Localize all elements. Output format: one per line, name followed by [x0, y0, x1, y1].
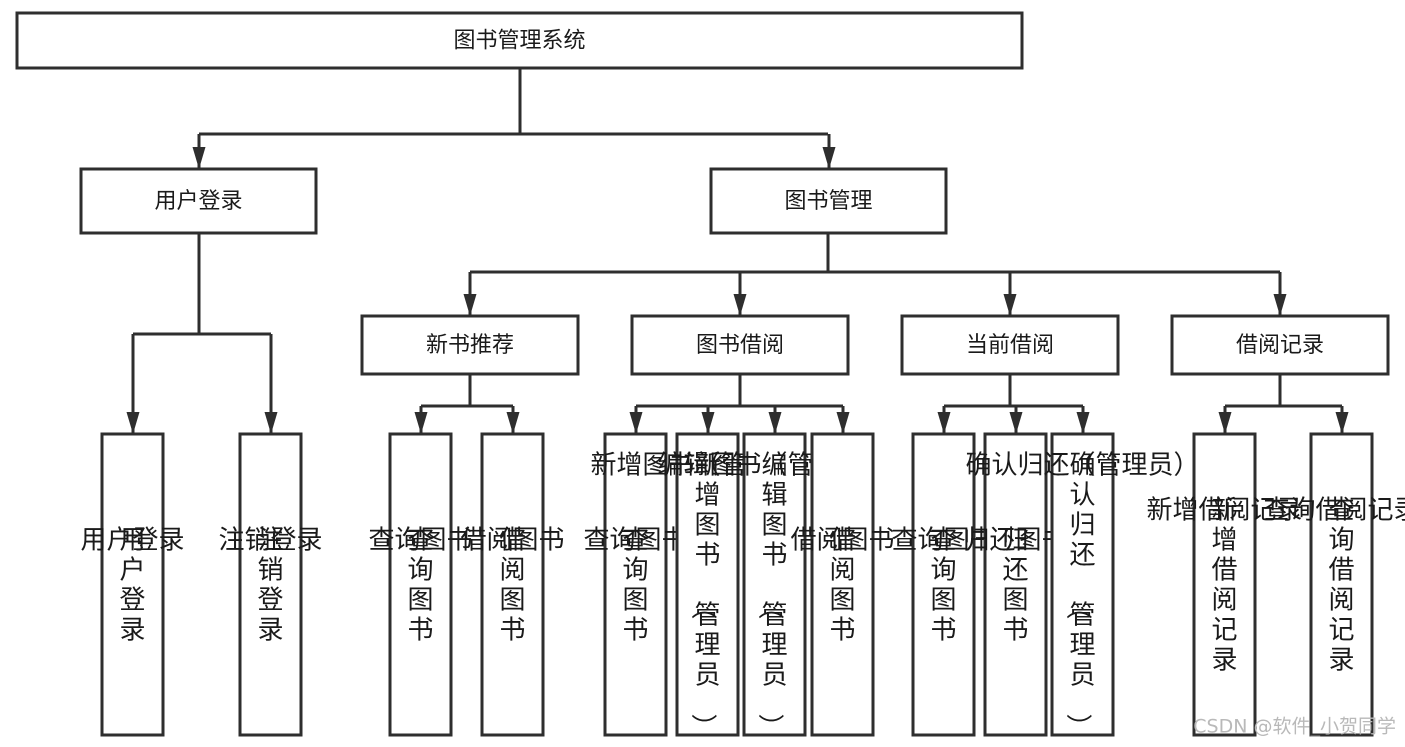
node-borrow-record-rect[interactable]: [1170, 314, 1390, 376]
node-root-图书管理系统-label: 图书管理系统: [453, 29, 585, 54]
node-current-borrow[interactable]: 当前借阅: [900, 314, 1120, 376]
leaf-leaf-return-book-rect[interactable]: [983, 432, 1048, 737]
node-book-management-label: 图书管理: [784, 189, 872, 214]
node-new-book-recommend[interactable]: 新书推荐: [360, 314, 580, 376]
leaf-leaf-add-borrow-record-rect[interactable]: [1192, 432, 1257, 737]
node-book-management[interactable]: 图书管理: [709, 167, 948, 235]
bus-user-login-arrow-leaf-user-login: [126, 412, 140, 434]
leaf-leaf-query-borrow-record-rect[interactable]: [1309, 432, 1374, 737]
bus-book-management-arrow-book-borrow: [733, 294, 747, 316]
node-book-borrow-label: 图书借阅: [696, 333, 784, 358]
node-root-图书管理系统[interactable]: 图书管理系统: [15, 11, 1024, 70]
leaf-leaf-query-book-2-rect[interactable]: [603, 432, 668, 737]
leaf-leaf-borrow-book-1[interactable]: 借阅图书借阅图书: [460, 432, 565, 737]
leaf-leaf-query-book-3-rect[interactable]: [911, 432, 976, 737]
leaf-leaf-add-book-admin-rect[interactable]: [675, 432, 740, 737]
leaf-leaf-borrow-book-1-rect[interactable]: [480, 432, 545, 737]
leaf-leaf-user-logout-label: 注销登录注销登录: [218, 526, 322, 646]
bus-borrow-record-arrow-leaf-query-borrow-record: [1335, 412, 1349, 434]
node-book-management-rect[interactable]: [709, 167, 948, 235]
bus-new-book-recommend-arrow-leaf-borrow-book-1: [506, 412, 520, 434]
node-user-login-label: 用户登录: [154, 189, 242, 214]
bus-current-borrow-arrow-leaf-query-book-3: [937, 412, 951, 434]
leaf-leaf-query-borrow-record[interactable]: 查询借阅记录查询借阅记录: [1263, 432, 1405, 737]
leaf-leaf-query-book-2-label: 查询图书查询图书: [583, 526, 687, 646]
bus-current-borrow-arrow-leaf-return-book: [1009, 412, 1023, 434]
csdn-watermark: CSDN @软件_小贺同学: [1193, 716, 1396, 738]
leaf-leaf-query-book-1-rect[interactable]: [388, 432, 453, 737]
bus-borrow-record-arrow-leaf-add-borrow-record: [1218, 412, 1232, 434]
leaf-leaf-user-logout-rect[interactable]: [238, 432, 303, 737]
leaf-leaf-user-login[interactable]: 用户登录用户登录: [80, 432, 185, 737]
leaf-leaf-user-login-rect[interactable]: [100, 432, 165, 737]
leaf-leaf-edit-book-admin-rect[interactable]: [742, 432, 807, 737]
leaf-leaf-borrow-book-2-rect[interactable]: [810, 432, 875, 737]
leaf-leaf-query-book-1[interactable]: 查询图书查询图书: [368, 432, 473, 737]
node-borrow-record-label: 借阅记录: [1236, 333, 1324, 358]
node-user-login[interactable]: 用户登录: [79, 167, 318, 235]
node-user-login-rect[interactable]: [79, 167, 318, 235]
node-book-borrow[interactable]: 图书借阅: [630, 314, 850, 376]
bus-root-arrow-book-management: [822, 147, 836, 169]
leaf-leaf-user-logout[interactable]: 注销登录注销登录: [218, 432, 323, 737]
connectors-layer: [126, 68, 1349, 434]
node-new-book-recommend-label: 新书推荐: [426, 333, 514, 358]
bus-book-borrow-arrow-leaf-add-book-admin: [701, 412, 715, 434]
node-book-borrow-rect[interactable]: [630, 314, 850, 376]
bus-book-management-arrow-current-borrow: [1003, 294, 1017, 316]
leaf-leaf-user-login-label: 用户登录用户登录: [80, 526, 184, 646]
bus-current-borrow-arrow-leaf-confirm-return-admin: [1076, 412, 1090, 434]
bus-book-management-arrow-borrow-record: [1273, 294, 1287, 316]
node-new-book-recommend-rect[interactable]: [360, 314, 580, 376]
node-borrow-record[interactable]: 借阅记录: [1170, 314, 1390, 376]
bus-book-borrow-arrow-leaf-borrow-book-2: [836, 412, 850, 434]
bus-new-book-recommend-arrow-leaf-query-book-1: [414, 412, 428, 434]
leaf-leaf-query-book-1-label: 查询图书查询图书: [368, 526, 472, 646]
leaf-leaf-borrow-book-1-label: 借阅图书借阅图书: [460, 526, 564, 646]
bus-root-arrow-user-login: [192, 147, 206, 169]
bus-user-login-arrow-leaf-user-logout: [264, 412, 278, 434]
node-current-borrow-rect[interactable]: [900, 314, 1120, 376]
bus-book-borrow-arrow-leaf-query-book-2: [629, 412, 643, 434]
node-current-borrow-label: 当前借阅: [966, 333, 1054, 358]
leaf-leaf-confirm-return-admin-rect[interactable]: [1050, 432, 1115, 737]
leaf-leaf-query-borrow-record-label: 查询借阅记录查询借阅记录: [1263, 496, 1405, 676]
bus-book-management-arrow-new-book-recommend: [463, 294, 477, 316]
node-root-图书管理系统-rect[interactable]: [15, 11, 1024, 70]
bus-book-borrow-arrow-leaf-edit-book-admin: [768, 412, 782, 434]
